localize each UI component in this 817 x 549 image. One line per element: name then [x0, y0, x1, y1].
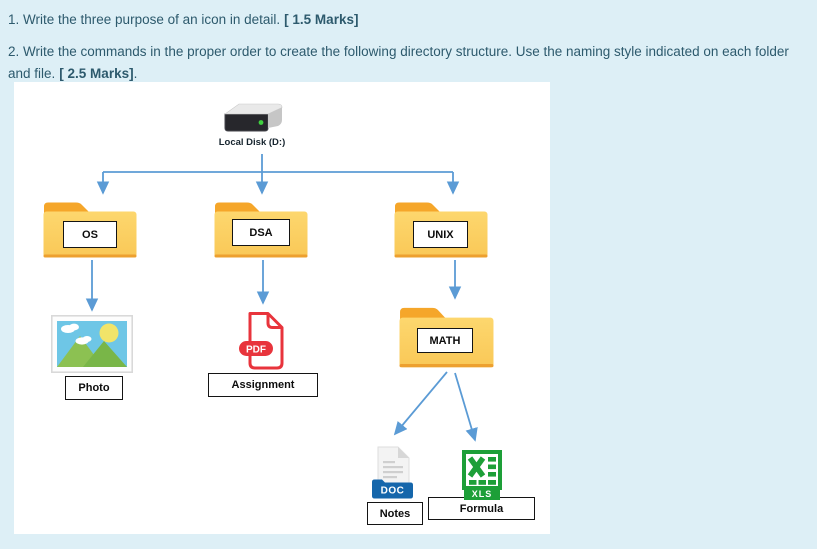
question-1-text: 1. Write the three purpose of an icon in…: [8, 12, 281, 27]
folder-name-dsa: DSA: [232, 219, 290, 246]
connector-arrows: [85, 154, 478, 442]
file-name-notes: Notes: [367, 502, 423, 525]
diagram-panel: Local Disk (D:) OS DSA UNIX MATH: [14, 82, 550, 534]
question-1-marks: [ 1.5 Marks]: [284, 12, 359, 27]
image-icon: [51, 315, 133, 373]
question-2: 2. Write the commands in the proper orde…: [8, 43, 789, 81]
file-name-formula: Formula: [428, 497, 535, 520]
doc-file-icon: DOC: [372, 446, 413, 499]
file-name-photo: Photo: [65, 376, 123, 400]
folder-name-os: OS: [63, 221, 117, 248]
xls-badge-label: XLS: [472, 489, 493, 499]
question-2-marks: [ 2.5 Marks]: [59, 65, 134, 81]
folder-name-unix: UNIX: [413, 221, 468, 248]
question-1: 1. Write the three purpose of an icon in…: [8, 9, 808, 31]
question-list: 1. Write the three purpose of an icon in…: [8, 9, 808, 95]
doc-badge-label: DOC: [381, 486, 405, 497]
hard-drive-icon: [224, 103, 283, 132]
xls-file-icon: XLS: [462, 450, 502, 500]
local-disk-label: Local Disk (D:): [218, 137, 286, 148]
file-name-assignment: Assignment: [208, 373, 318, 397]
pdf-badge-label: PDF: [246, 345, 266, 356]
folder-name-math: MATH: [417, 328, 473, 353]
question-2-text: 2. Write the commands in the proper orde…: [8, 43, 789, 81]
pdf-file-icon: PDF: [239, 312, 284, 370]
